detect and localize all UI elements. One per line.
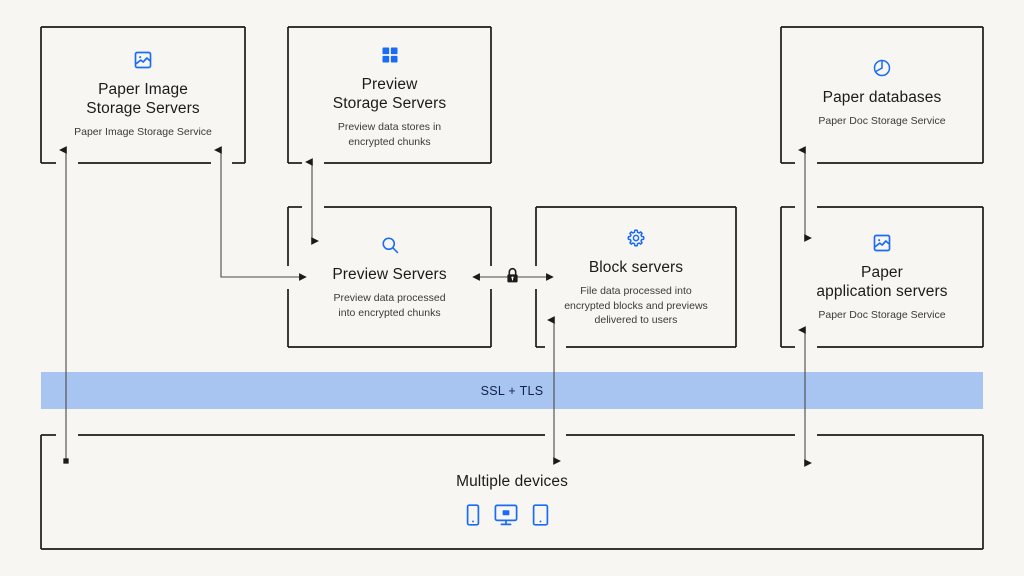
box-paper-application-servers (780, 206, 984, 348)
connector-preview-servers-to-paper-image-storage (214, 146, 307, 281)
desktop-monitor-icon (494, 504, 518, 526)
node-subtitle: Preview data stores in encrypted chunks (337, 121, 442, 148)
magnifier-icon (380, 235, 400, 255)
node-subtitle: Paper Doc Storage Service (818, 115, 946, 127)
node-title: Block servers (588, 259, 684, 276)
node-paper-application-servers[interactable]: Paper application servers Paper Doc Stor… (781, 233, 983, 323)
node-preview-storage-servers[interactable]: Preview Storage Servers Preview data sto… (288, 45, 491, 149)
box-block-servers (535, 206, 737, 348)
box-preview-servers (287, 206, 492, 348)
pie-chart-icon (872, 58, 892, 78)
box-preview-storage-servers (287, 26, 492, 164)
ssl-tls-band (41, 372, 983, 409)
node-subtitle: Paper Image Storage Service (74, 126, 212, 138)
box-paper-image-storage-servers (40, 26, 246, 164)
node-title: Paper Image Storage Servers (86, 81, 200, 117)
node-subtitle: File data processed into encrypted block… (564, 285, 708, 326)
padlock-icon (505, 267, 520, 284)
tablet-icon (532, 504, 549, 526)
node-preview-servers[interactable]: Preview Servers Preview data processed i… (288, 235, 491, 320)
node-subtitle: Paper Doc Storage Service (818, 309, 946, 321)
gear-icon (626, 228, 646, 248)
node-block-servers[interactable]: Block servers File data processed into e… (536, 228, 736, 328)
node-subtitle: Preview data processed into encrypted ch… (333, 292, 446, 319)
node-title: Paper application servers (816, 264, 948, 300)
node-title: Preview Storage Servers (332, 76, 447, 112)
devices-title: Multiple devices (456, 473, 568, 490)
phone-icon (466, 504, 480, 526)
node-paper-databases[interactable]: Paper databases Paper Doc Storage Servic… (781, 58, 983, 129)
box-multiple-devices (40, 434, 984, 550)
devices-icon-row (466, 504, 549, 526)
node-paper-image-storage-servers[interactable]: Paper Image Storage Servers Paper Image … (41, 50, 245, 140)
node-title: Preview Servers (332, 266, 447, 283)
box-paper-databases (780, 26, 984, 164)
image-icon (133, 50, 153, 70)
node-title: Paper databases (822, 89, 942, 106)
image-icon (872, 233, 892, 253)
grid-icon (380, 45, 400, 65)
ssl-tls-label: SSL + TLS (480, 384, 544, 398)
